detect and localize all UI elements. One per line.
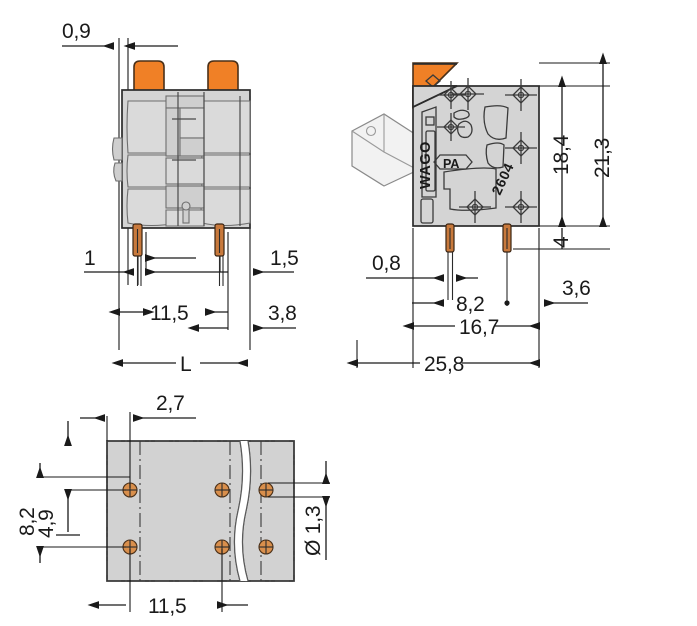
side-chamfer-diamond [425, 74, 441, 88]
dimension-bottom-4-9: 4,9 [35, 488, 80, 538]
dimension-side-16-7: 16,7 [402, 316, 541, 339]
front-side-latch-lower [113, 162, 123, 182]
side-brand-label: WAGO [418, 141, 434, 189]
side-pin-right [502, 223, 512, 306]
bottom-hole [258, 482, 274, 498]
dim-label-side-8-2: 8,2 [456, 293, 485, 316]
dim-label-front-0-9: 0,9 [62, 20, 91, 43]
dimension-bottom-2-7: 2,7 [64, 392, 196, 447]
dim-label-bottom-8-2: 8,2 [16, 507, 39, 536]
dimension-front-0-9: 0,9 [62, 20, 178, 50]
bottom-view-group: 2,7 8,2 4,9 Ø 1,3 11,5 [16, 392, 330, 618]
dimension-front-1-5: 1,5 [252, 247, 299, 276]
front-side-latch-upper [111, 137, 123, 161]
lever-right[interactable] [207, 60, 239, 92]
dimension-side-3-6: 3,6 [543, 277, 591, 307]
side-chamfer-top-edge [413, 63, 457, 65]
front-center-post [181, 201, 191, 224]
bottom-break-line [233, 440, 252, 582]
dimension-side-4: 4 [550, 228, 573, 249]
dimension-front-L: L [111, 353, 249, 376]
dim-label-front-1-5: 1,5 [270, 247, 299, 270]
dimension-bottom-11-5: 11,5 [87, 595, 248, 618]
bottom-hole [214, 539, 230, 555]
dimension-side-25-8: 25,8 [346, 353, 541, 376]
front-right-clamp-column [200, 100, 251, 227]
dim-label-side-16-7: 16,7 [459, 316, 499, 339]
ghost-operating-tool [351, 113, 433, 187]
front-center-spine [165, 95, 205, 227]
dim-label-front-3-8: 3,8 [268, 302, 297, 325]
front-left-clamp-column [126, 100, 179, 227]
side-vertical-extension-lines [513, 62, 610, 250]
lever-left[interactable] [133, 60, 165, 92]
dimension-front-pin-thickness [144, 254, 228, 276]
bottom-hole [258, 539, 274, 555]
dim-label-bottom-2-7: 2,7 [156, 392, 185, 415]
bottom-hole [214, 482, 230, 498]
side-horizontal-extension-lines [356, 228, 540, 368]
side-pin-left [445, 223, 455, 300]
dim-label-front-11-5: 11,5 [150, 302, 189, 325]
side-brand-plate: WAGO [418, 106, 437, 198]
dimension-front-3-8: 3,8 [187, 302, 297, 332]
dim-label-side-0-8: 0,8 [372, 252, 401, 275]
dimension-bottom-8-2: 8,2 [16, 463, 44, 563]
side-ejector-marks [437, 78, 537, 223]
dimension-side-0-8: 0,8 [366, 252, 478, 282]
side-material-label: PA [443, 157, 459, 171]
dimension-side-8-2: 8,2 [412, 293, 485, 316]
front-pin-right [214, 223, 225, 286]
dim-label-bottom-4-9: 4,9 [35, 509, 58, 538]
dimension-bottom-diameter: Ø 1,3 [302, 461, 330, 560]
dim-label-bottom-diameter: Ø 1,3 [302, 506, 325, 556]
side-material-marking: PA [433, 154, 473, 171]
dim-label-side-21-3: 21,3 [591, 138, 614, 178]
bottom-extension-lines [37, 412, 330, 612]
dim-label-bottom-11-5: 11,5 [148, 595, 187, 618]
dimension-front-1: 1 [84, 247, 135, 276]
dimension-front-11-5: 11,5 [108, 302, 228, 325]
bottom-plate-body [106, 440, 295, 582]
front-view-group: 0,9 [62, 20, 299, 376]
dimension-side-21-3: 21,3 [591, 52, 614, 228]
side-lower-slot [420, 198, 434, 224]
dim-label-side-4: 4 [550, 236, 573, 248]
dim-label-side-25-8: 25,8 [424, 353, 464, 376]
dim-label-front-1: 1 [84, 247, 95, 270]
side-view-group: WAGO PA 2604 [346, 52, 614, 376]
front-pin-left [132, 223, 143, 286]
dim-label-side-3-6: 3,6 [562, 277, 591, 300]
side-mold-features [443, 105, 509, 211]
dim-label-front-L: L [180, 353, 191, 376]
dimension-side-18-4: 18,4 [550, 75, 573, 228]
dim-label-side-18-4: 18,4 [550, 134, 573, 175]
